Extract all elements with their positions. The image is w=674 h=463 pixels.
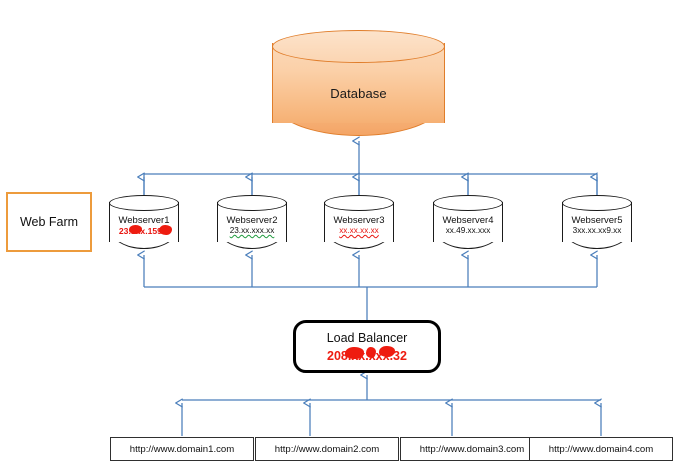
- web-farm-label: Web Farm: [19, 215, 79, 229]
- webserver-node-3[interactable]: Webserver3 xx.xx.xx.xx: [324, 195, 396, 253]
- webserver-label: Webserver5: [571, 215, 623, 226]
- webserver-label: Webserver3: [333, 215, 385, 226]
- web-farm-box[interactable]: Web Farm: [6, 192, 92, 252]
- webserver-ip: xx.xx.xx.xx: [339, 226, 379, 235]
- domain-url: http://www.domain3.com: [419, 443, 525, 455]
- database-node[interactable]: Database: [272, 30, 447, 137]
- webserver-node-4[interactable]: Webserver4 xx.49.xx.xxx: [433, 195, 505, 253]
- webserver-ip: 23.1xx.159.x: [118, 226, 170, 236]
- webserver-label: Webserver4: [442, 215, 494, 226]
- cylinder-top: [217, 195, 287, 211]
- database-cylinder-top: [272, 30, 445, 63]
- database-label: Database: [330, 86, 387, 101]
- load-balancer-label: Load Balancer: [326, 331, 408, 345]
- domain-box-1[interactable]: http://www.domain1.com: [110, 437, 254, 461]
- webserver-ip: xx.49.xx.xxx: [445, 226, 491, 235]
- webserver-node-1[interactable]: Webserver1 23.1xx.159.x: [109, 195, 181, 253]
- cylinder-top: [324, 195, 394, 211]
- load-balancer-node[interactable]: Load Balancer 208.xx.xxx.32: [293, 320, 441, 373]
- domain-box-4[interactable]: http://www.domain4.com: [529, 437, 673, 461]
- domain-box-2[interactable]: http://www.domain2.com: [255, 437, 399, 461]
- domain-url: http://www.domain1.com: [129, 443, 235, 455]
- cylinder-top: [562, 195, 632, 211]
- cylinder-top: [109, 195, 179, 211]
- domain-url: http://www.domain2.com: [274, 443, 380, 455]
- webserver-label: Webserver1: [118, 215, 170, 226]
- webserver-node-5[interactable]: Webserver5 3xx.xx.xx9.xx: [562, 195, 634, 253]
- webserver-ip: 23.xx.xxx.xx: [229, 226, 275, 235]
- webserver-ip: 3xx.xx.xx9.xx: [572, 226, 622, 235]
- webserver-node-2[interactable]: Webserver2 23.xx.xxx.xx: [217, 195, 289, 253]
- domain-box-3[interactable]: http://www.domain3.com: [400, 437, 544, 461]
- webserver-label: Webserver2: [226, 215, 278, 226]
- domain-url: http://www.domain4.com: [548, 443, 654, 455]
- load-balancer-ip: 208.xx.xxx.32: [327, 349, 407, 363]
- cylinder-top: [433, 195, 503, 211]
